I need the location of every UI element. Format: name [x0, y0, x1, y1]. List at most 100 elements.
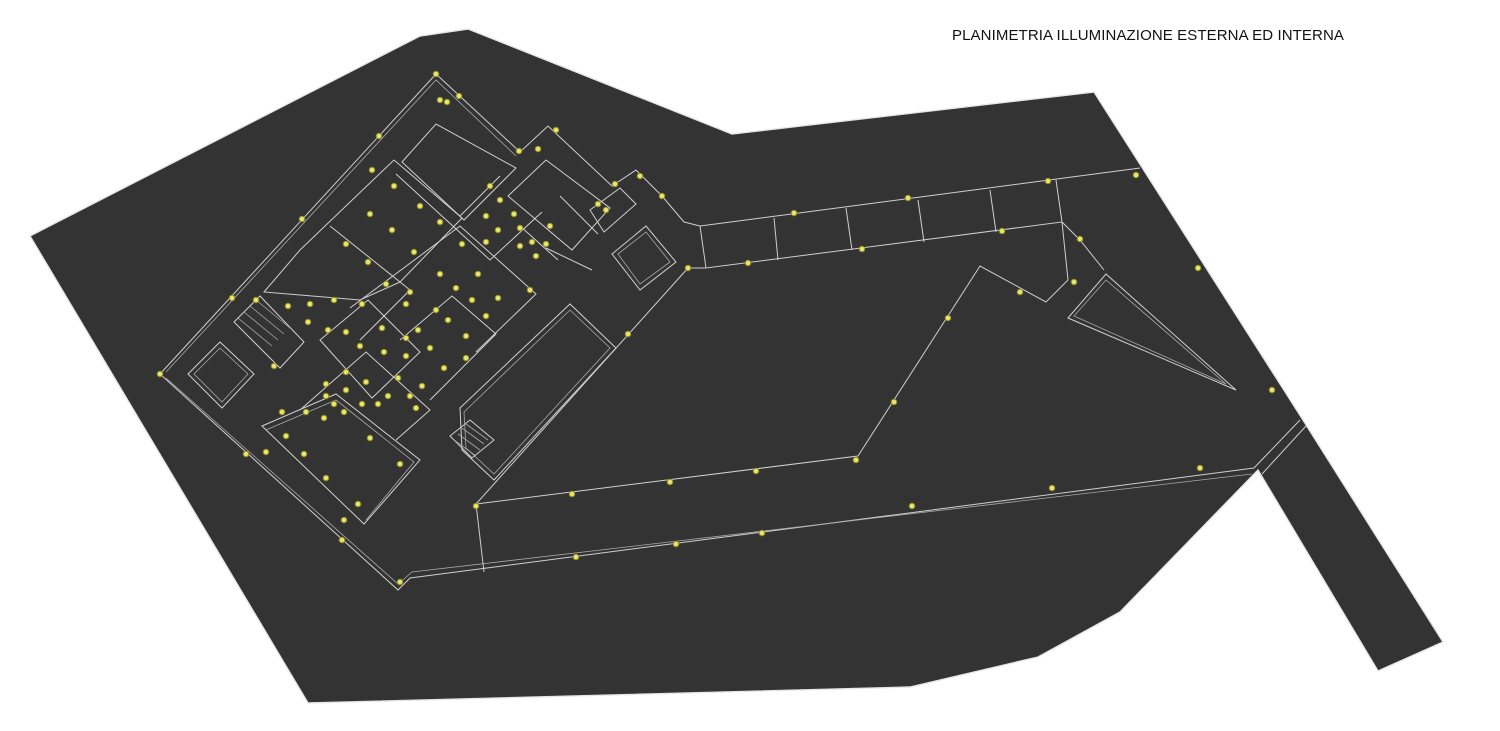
light-fixture-icon: [482, 312, 490, 320]
light-fixture-icon: [278, 408, 286, 416]
light-fixture-icon: [432, 70, 440, 78]
light-fixture-icon: [358, 300, 366, 308]
light-fixture-icon: [516, 242, 524, 250]
light-fixture-icon: [402, 352, 410, 360]
light-fixture-icon: [482, 238, 490, 246]
light-fixture-icon: [375, 132, 383, 140]
light-fixture-icon: [410, 248, 418, 256]
light-fixture-icon: [330, 400, 338, 408]
light-fixture-icon: [368, 166, 376, 174]
light-fixture-icon: [443, 98, 451, 106]
light-fixture-icon: [444, 316, 452, 324]
light-fixture-icon: [228, 294, 236, 302]
light-fixture-icon: [324, 326, 332, 334]
light-fixture-icon: [516, 224, 524, 232]
light-fixture-icon: [242, 450, 250, 458]
light-fixture-icon: [462, 332, 470, 340]
light-fixture-icon: [1070, 278, 1078, 286]
light-fixture-icon: [380, 348, 388, 356]
light-fixture-icon: [432, 306, 440, 314]
light-fixture-icon: [526, 286, 534, 294]
light-fixture-icon: [532, 252, 540, 260]
light-fixture-icon: [944, 314, 952, 322]
light-fixture-icon: [998, 227, 1006, 235]
light-fixture-icon: [384, 392, 392, 400]
light-fixture-icon: [568, 490, 576, 498]
light-fixture-icon: [440, 364, 448, 372]
light-fixtures: [156, 70, 1276, 586]
light-fixture-icon: [758, 529, 766, 537]
light-fixture-icon: [342, 386, 350, 394]
light-fixture-icon: [1132, 171, 1140, 179]
light-fixture-icon: [636, 172, 644, 180]
light-fixture-icon: [858, 245, 866, 253]
light-fixture-icon: [1048, 484, 1056, 492]
light-fixture-icon: [406, 392, 414, 400]
light-fixture-icon: [436, 218, 444, 226]
light-fixture-icon: [358, 400, 366, 408]
building-walls: [159, 73, 1307, 591]
light-fixture-icon: [684, 264, 692, 272]
light-fixture-icon: [362, 378, 370, 386]
light-fixture-icon: [322, 392, 330, 400]
light-fixture-icon: [1016, 288, 1024, 296]
light-fixture-icon: [262, 448, 270, 456]
light-fixture-icon: [542, 240, 550, 248]
light-fixture-icon: [366, 210, 374, 218]
light-fixture-icon: [374, 400, 382, 408]
light-fixture-icon: [486, 182, 494, 190]
light-fixture-icon: [515, 147, 523, 155]
light-fixture-icon: [298, 215, 306, 223]
light-fixture-icon: [462, 354, 470, 362]
light-fixture-icon: [300, 450, 308, 458]
light-fixture-icon: [322, 380, 330, 388]
light-fixture-icon: [890, 398, 898, 406]
light-fixture-icon: [572, 553, 580, 561]
light-fixture-icon: [342, 368, 350, 376]
light-fixture-icon: [1194, 264, 1202, 272]
light-fixture-icon: [472, 502, 480, 510]
light-fixture-icon: [382, 280, 390, 288]
light-fixture-icon: [396, 460, 404, 468]
light-fixture-icon: [594, 200, 602, 208]
light-fixture-icon: [452, 284, 460, 292]
light-fixture-icon: [338, 536, 346, 544]
light-fixture-icon: [611, 180, 619, 188]
light-fixture-icon: [388, 226, 396, 234]
light-fixture-icon: [412, 404, 420, 412]
light-fixture-icon: [908, 502, 916, 510]
light-fixture-icon: [366, 434, 374, 442]
light-fixture-icon: [320, 414, 328, 422]
light-fixture-icon: [455, 92, 463, 100]
light-fixture-icon: [304, 318, 312, 326]
light-fixture-icon: [436, 270, 444, 278]
light-fixture-icon: [406, 288, 414, 296]
light-fixture-icon: [356, 342, 364, 350]
light-fixture-icon: [330, 296, 338, 304]
light-fixture-icon: [552, 126, 560, 134]
light-fixture-icon: [602, 206, 610, 214]
light-fixture-icon: [306, 300, 314, 308]
light-fixture-icon: [458, 240, 466, 248]
light-fixture-icon: [416, 202, 424, 210]
light-fixture-icon: [270, 362, 278, 370]
light-fixture-icon: [342, 240, 350, 248]
light-fixture-icon: [528, 238, 536, 246]
light-fixture-icon: [510, 210, 518, 218]
light-fixture-icon: [658, 192, 666, 200]
light-fixture-icon: [1268, 386, 1276, 394]
light-fixture-icon: [354, 500, 362, 508]
light-fixture-icon: [624, 330, 632, 338]
light-fixture-icon: [322, 474, 330, 482]
light-fixture-icon: [156, 370, 164, 378]
light-fixture-icon: [418, 382, 426, 390]
light-fixture-icon: [340, 516, 348, 524]
light-fixture-icon: [1044, 177, 1052, 185]
light-fixture-icon: [666, 478, 674, 486]
light-fixture-icon: [302, 408, 310, 416]
light-fixture-icon: [378, 324, 386, 332]
light-fixture-icon: [546, 222, 554, 230]
light-fixture-icon: [852, 456, 860, 464]
light-fixture-icon: [394, 374, 402, 382]
